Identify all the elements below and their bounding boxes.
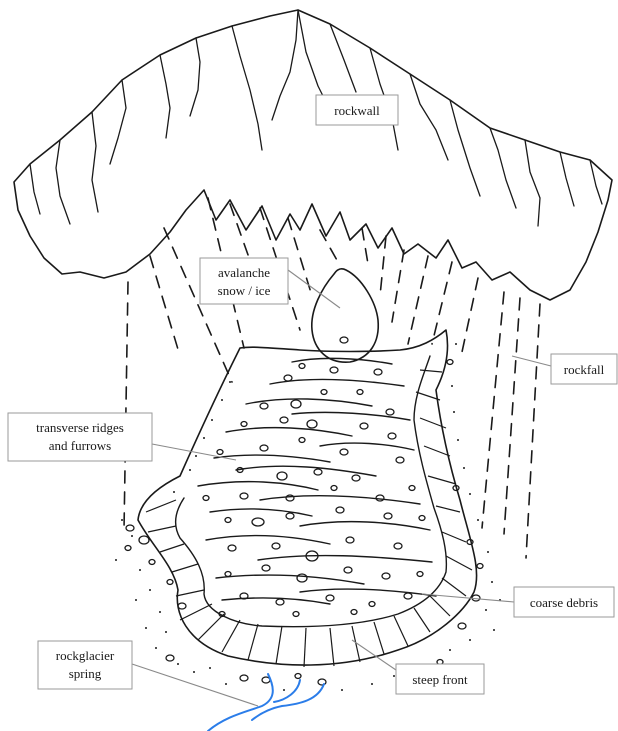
rock-crack (190, 38, 200, 116)
leader-rockglacier-spring (132, 664, 258, 706)
label-transverse-ridges: transverse ridges and furrows (8, 413, 236, 461)
rock-crack (272, 10, 298, 120)
rock-crack (56, 140, 70, 224)
rockglacier-body (115, 269, 501, 731)
rockfall-trail (362, 228, 368, 264)
rock-crack (590, 160, 602, 204)
rockfall-trail (392, 250, 404, 322)
rock-crack (450, 100, 480, 196)
rockfall-trails (124, 198, 540, 558)
label-rockwall: rockwall (316, 95, 398, 125)
label-ridges-line1: transverse ridges (36, 420, 124, 435)
rockwall-drawing (14, 10, 612, 300)
label-ridges-line2: and furrows (49, 438, 111, 453)
rockfall-trail (504, 298, 520, 534)
rockfall-trail (124, 282, 128, 530)
rockfall-trail (164, 228, 232, 382)
rockfall-trail (408, 256, 428, 344)
rockfall-trail (320, 230, 338, 262)
rock-crack (525, 140, 540, 226)
rock-crack (490, 128, 516, 208)
rock-crack (92, 112, 98, 212)
rockwall-outline (14, 10, 612, 300)
rockfall-trail (482, 292, 504, 528)
rockfall-trail (526, 304, 540, 558)
rock-crack (30, 164, 40, 214)
label-avalanche-line2: snow / ice (218, 283, 271, 298)
label-coarse-debris: coarse debris (422, 587, 614, 617)
rockfall-trail (462, 278, 478, 352)
front-hatching (146, 370, 472, 667)
rock-crack (330, 24, 356, 92)
label-avalanche-line1: avalanche (218, 265, 270, 280)
rock-crack (110, 80, 126, 164)
label-spring-line1: rockglacier (56, 648, 115, 663)
boulders (125, 337, 483, 685)
avalanche-snow-ice-body (312, 269, 378, 362)
fine-debris-dots (115, 343, 501, 691)
label-avalanche: avalanche snow / ice (200, 258, 340, 308)
leader-rockfall (512, 356, 551, 366)
label-rockfall-text: rockfall (564, 362, 605, 377)
rock-crack (160, 55, 170, 138)
transverse-ridges (198, 358, 436, 604)
label-rockwall-text: rockwall (334, 103, 380, 118)
rockfall-trail (432, 262, 452, 344)
label-steep-front: steep front (352, 640, 484, 694)
label-steep-front-text: steep front (412, 672, 468, 687)
label-rockglacier-spring: rockglacier spring (38, 641, 258, 706)
label-coarse-debris-text: coarse debris (530, 595, 598, 610)
rock-crack (560, 152, 574, 206)
rock-crack (232, 26, 262, 150)
label-rockfall: rockfall (512, 354, 617, 384)
rockfall-trail (150, 256, 180, 356)
label-spring-line2: spring (69, 666, 102, 681)
